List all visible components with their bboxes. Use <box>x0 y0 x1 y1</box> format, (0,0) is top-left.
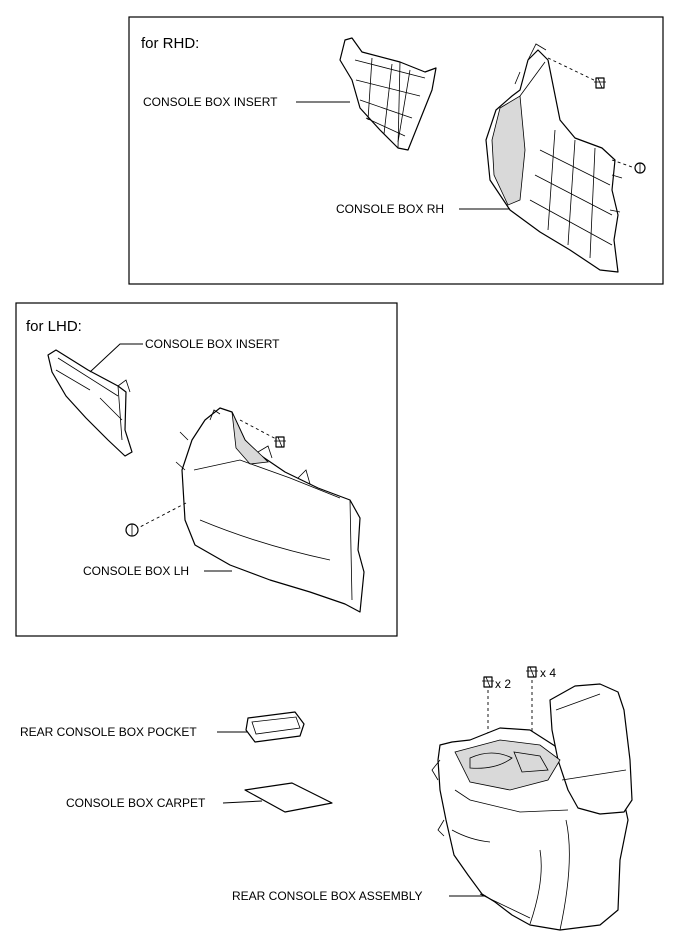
rear-label-pocket: REAR CONSOLE BOX POCKET <box>20 725 197 739</box>
rhd-console-box-rh-part <box>485 43 623 273</box>
rear-qty-x4: x 4 <box>540 666 556 680</box>
rhd-label-box: CONSOLE BOX RH <box>336 202 444 216</box>
rear-leader-carpet <box>222 800 263 804</box>
rear-console-box-assembly-part <box>431 683 633 931</box>
rhd-console-box-insert-part <box>339 37 437 151</box>
lhd-panel-frame <box>15 302 398 637</box>
rear-section: REAR CONSOLE BOX POCKET CONSOLE BOX CARP… <box>20 666 633 931</box>
lhd-panel: for LHD: CONSOLE BOX INSERT CONSOLE BOX … <box>15 302 398 637</box>
lhd-label-insert: CONSOLE BOX INSERT <box>145 337 280 351</box>
lhd-clip-side <box>125 502 187 537</box>
lhd-screw-top <box>239 419 286 448</box>
rhd-header: for RHD: <box>141 35 199 52</box>
lhd-console-box-lh-part <box>175 407 365 613</box>
lhd-leader-insert <box>89 343 143 373</box>
rhd-screw-top <box>547 57 606 89</box>
rear-qty-x2: x 2 <box>495 677 511 691</box>
rear-label-carpet: CONSOLE BOX CARPET <box>66 796 206 810</box>
rhd-panel-frame <box>128 16 664 285</box>
rear-label-assembly: REAR CONSOLE BOX ASSEMBLY <box>232 889 423 903</box>
rhd-label-insert: CONSOLE BOX INSERT <box>143 95 278 109</box>
bolt-x2 <box>482 676 494 738</box>
console-box-carpet-part <box>244 782 333 813</box>
lhd-label-box: CONSOLE BOX LH <box>83 564 189 578</box>
lhd-console-box-insert-part <box>47 349 133 457</box>
rhd-panel: for RHD: CONSOLE BOX INSERT CONSOLE BOX … <box>128 16 664 285</box>
rear-console-box-pocket-part <box>245 711 305 743</box>
lhd-header: for LHD: <box>26 318 82 335</box>
rhd-clip-side <box>611 159 646 174</box>
